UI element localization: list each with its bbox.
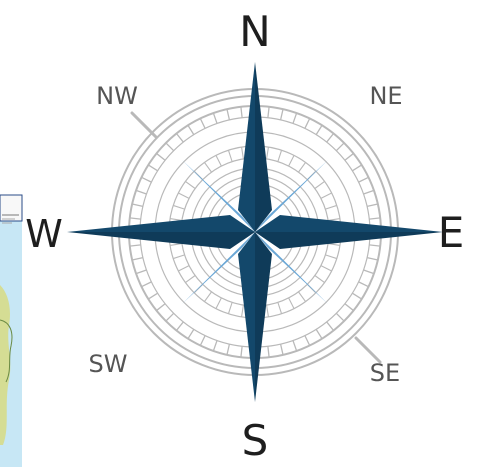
map-fragment-header [0, 195, 22, 221]
compass-tick [204, 162, 211, 172]
compass-tick [359, 282, 369, 287]
compass-tick [173, 205, 184, 209]
compass-tick [228, 302, 232, 313]
compass-tick [216, 155, 221, 166]
compass-tick [281, 344, 283, 355]
compass-tick [132, 204, 143, 206]
compass-tick [325, 205, 336, 209]
compass-tick [327, 133, 334, 142]
compass-tick [298, 292, 305, 302]
compass-tick [298, 162, 305, 172]
compass-tick [188, 329, 194, 338]
compass-tick [156, 304, 165, 311]
compass-tick [364, 190, 374, 194]
compass-tick [185, 181, 195, 188]
compass-tick [293, 113, 297, 123]
compass-tick [325, 255, 336, 259]
compass-tick [327, 322, 334, 331]
compass-tick [204, 292, 211, 302]
compass-label-east: E [438, 208, 465, 257]
compass-tick [305, 118, 310, 128]
compass-tick [141, 177, 151, 182]
compass-tick [336, 313, 344, 321]
northwest-marker-line [132, 113, 156, 137]
compass-tick [328, 244, 340, 246]
compass-tick [166, 143, 174, 151]
compass-tick [170, 219, 182, 221]
compass-tick [173, 255, 184, 259]
compass-tick [315, 181, 325, 188]
compass-tick [185, 275, 195, 282]
compass-label-south: S [242, 416, 269, 465]
compass-tick [227, 344, 229, 355]
compass-tick [267, 305, 269, 317]
compass-tick [305, 336, 310, 346]
compass-tick [188, 125, 194, 134]
compass-tick [136, 270, 146, 274]
compass-tick [132, 258, 143, 260]
compass-label-southeast: SE [370, 359, 400, 387]
compass-tick [176, 133, 183, 142]
compass-tick [315, 275, 325, 282]
compass-tick [289, 298, 294, 309]
compass-tick [228, 150, 232, 161]
compass-tick [359, 177, 369, 182]
compass-label-north: N [239, 7, 270, 56]
compass-tick [352, 293, 361, 299]
compass-tick [345, 304, 354, 311]
compass-tick [267, 147, 269, 159]
map-fragment [0, 195, 22, 467]
compass-tick [200, 336, 205, 346]
compass-tick [242, 305, 244, 317]
compass-tick [136, 190, 146, 194]
compass-tick [289, 155, 294, 166]
compass-tick [369, 218, 380, 219]
compass-tick [130, 218, 141, 219]
compass-tick [213, 341, 217, 351]
compass-tick [176, 322, 183, 331]
compass-tick [241, 107, 242, 118]
compass-tick [148, 165, 157, 171]
compass-label-west: W [25, 212, 63, 256]
compass-tick [367, 258, 378, 260]
compass-tick [268, 346, 269, 357]
compass-tick [369, 245, 380, 246]
compass-tick [268, 107, 269, 118]
compass-tick [364, 270, 374, 274]
compass-tick [178, 266, 189, 271]
compass-tick [227, 109, 229, 120]
compass-tick [278, 302, 282, 313]
compass-tick [367, 204, 378, 206]
compass-tick [148, 293, 157, 299]
compass-tick [316, 329, 322, 338]
compass-tick [130, 245, 141, 246]
compass-tick [242, 147, 244, 159]
compass-tick [316, 125, 322, 134]
compass-tick [170, 244, 182, 246]
compass-tick [278, 150, 282, 161]
compass-label-northwest: NW [96, 82, 138, 110]
compass-tick [241, 346, 242, 357]
compass-tick [213, 113, 217, 123]
compass-tick [321, 266, 332, 271]
compass-tick [321, 193, 332, 198]
compass-tick [293, 341, 297, 351]
compass-tick [200, 118, 205, 128]
compass-tick [336, 143, 344, 151]
compass-tick [166, 313, 174, 321]
compass-tick [156, 153, 165, 160]
compass-tick [352, 165, 361, 171]
compass-label-northeast: NE [369, 82, 402, 110]
compass-tick [216, 298, 221, 309]
compass-tick [141, 282, 151, 287]
compass-tick [328, 219, 340, 221]
compass-label-southwest: SW [89, 350, 128, 378]
compass-tick [281, 109, 283, 120]
compass-tick [178, 193, 189, 198]
compass-tick [345, 153, 354, 160]
